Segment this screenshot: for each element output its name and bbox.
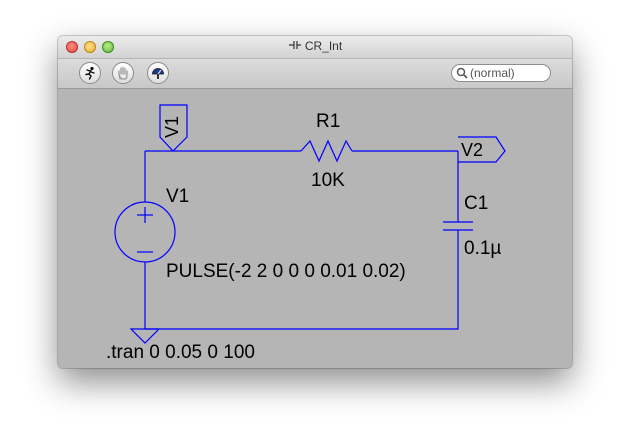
resistor-value-label: 10K xyxy=(311,170,345,191)
net-flag-v1[interactable] xyxy=(159,104,188,152)
voltmeter-probe-icon xyxy=(152,68,164,79)
halt-button[interactable] xyxy=(112,62,134,84)
source-value-label: PULSE(-2 2 0 0 0 0.01 0.02) xyxy=(166,261,406,282)
capacitor-name-label: C1 xyxy=(464,193,489,214)
search-placeholder: (normal) xyxy=(470,66,515,80)
run-icon xyxy=(85,66,95,80)
minimize-window-button[interactable] xyxy=(84,41,96,53)
wire-c1-to-ground[interactable] xyxy=(145,230,459,330)
zoom-window-button[interactable] xyxy=(102,41,114,53)
search-field[interactable]: (normal) xyxy=(451,64,551,82)
schematic-document-icon xyxy=(288,41,301,49)
hand-icon xyxy=(118,66,128,80)
net-label-v2: V2 xyxy=(461,140,484,160)
schematic-canvas[interactable]: V1 V2 R1 10K V1 PULSE(-2 2 0 0 0 0.01 0.… xyxy=(58,89,572,368)
probe-button[interactable] xyxy=(147,62,169,84)
search-icon xyxy=(456,67,468,79)
resistor-name-label: R1 xyxy=(316,111,341,132)
resistor-r1[interactable] xyxy=(300,139,353,163)
app-window: CR_Int (normal) xyxy=(58,36,572,368)
net-flag-v2[interactable] xyxy=(458,136,506,163)
run-button[interactable] xyxy=(79,62,101,84)
schematic-drawing xyxy=(114,104,506,344)
window-title: CR_Int xyxy=(304,39,343,53)
net-label-v1: V1 xyxy=(162,115,182,138)
spice-directive[interactable]: .tran 0 0.05 0 100 xyxy=(106,342,255,363)
toolbar: (normal) xyxy=(58,59,572,89)
title-bar: CR_Int xyxy=(58,36,572,59)
source-name-label: V1 xyxy=(166,186,190,207)
ground-symbol[interactable] xyxy=(129,328,161,344)
capacitor-value-label: 0.1µ xyxy=(464,238,502,259)
close-window-button[interactable] xyxy=(66,41,78,53)
window-title-area: CR_Int xyxy=(58,39,572,53)
